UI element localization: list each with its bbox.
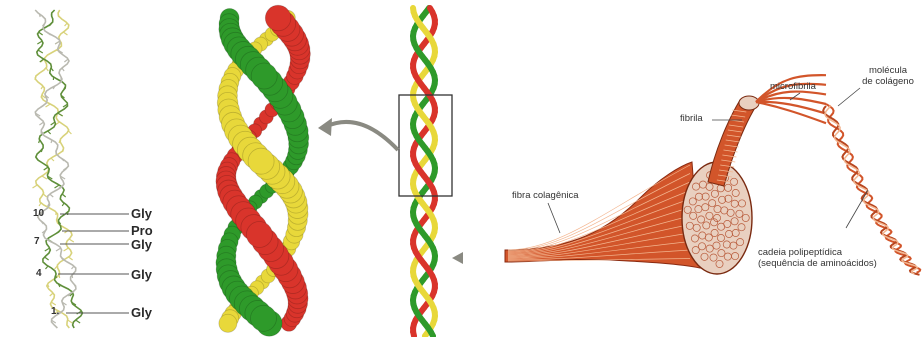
space-filling-triple-helix <box>216 5 311 336</box>
atom-bond <box>46 68 48 71</box>
atom-bond <box>43 194 47 197</box>
atom-bond <box>38 32 42 35</box>
label-cadeia-line1: cadeia polipeptídica <box>758 247 877 258</box>
residue-label-gly: Gly <box>131 267 152 282</box>
ribbon-segment <box>430 8 432 12</box>
label-molecula-line1: molécula <box>848 65 924 76</box>
atom-bond <box>45 248 50 251</box>
atom-bond <box>58 113 63 116</box>
atom-bond <box>64 248 69 251</box>
atom-bond <box>56 275 57 278</box>
atom-bond <box>65 230 69 233</box>
atom-bond <box>69 257 73 260</box>
pointer-triangle <box>452 252 463 264</box>
atom-bond <box>77 311 82 314</box>
position-number: 10 <box>33 208 44 219</box>
residue-label-gly: Gly <box>131 305 152 320</box>
atom-bond <box>44 167 48 170</box>
label-molecula-line2: de colágeno <box>848 76 924 87</box>
atom-bond <box>56 248 61 251</box>
atom-bond <box>51 68 53 71</box>
atom-bond <box>42 176 47 179</box>
atom-bond <box>33 185 38 188</box>
amino-acid-chain-panel <box>33 10 129 328</box>
atom-bond <box>51 14 52 17</box>
ribbon-segment <box>425 324 428 328</box>
atom-bond <box>39 14 40 17</box>
atom-bond <box>37 41 42 44</box>
ribbon-segment <box>423 204 426 208</box>
atom-bond <box>62 68 64 71</box>
position-number: 4 <box>36 268 42 279</box>
atom-sphere <box>248 148 274 174</box>
label-microfibrila: microfibrila <box>770 81 816 92</box>
ribbon-segment <box>413 332 414 336</box>
atom-bond <box>58 14 59 17</box>
ribbon-segment <box>424 88 427 92</box>
ribbon-segment <box>425 60 428 64</box>
ribbon-segment <box>424 264 427 268</box>
atom-bond <box>55 185 60 188</box>
atom-bond <box>76 320 81 323</box>
label-molecula-de-colageno: molécula de colágeno <box>848 65 924 87</box>
atom-bond <box>41 86 43 89</box>
atom-bond <box>39 203 41 206</box>
atom-bond <box>46 104 51 107</box>
position-number: 1. <box>51 306 59 317</box>
atom-sphere <box>251 63 277 89</box>
label-fibra-colagenica: fibra colagênica <box>512 190 579 201</box>
atom-bond <box>50 293 53 296</box>
atom-bond <box>68 320 73 323</box>
ribbon-segment <box>424 176 427 180</box>
chain-strand <box>36 10 83 328</box>
atom-bond <box>62 203 64 206</box>
atom-bond <box>38 50 43 53</box>
atom-bond <box>62 194 66 197</box>
atom-bond <box>50 194 54 197</box>
label-leader-line <box>846 190 868 228</box>
atom-bond <box>71 266 74 269</box>
atom-bond <box>59 275 60 278</box>
ribbon-segment <box>423 292 426 296</box>
label-leader-line <box>548 203 560 233</box>
ribbon-segment <box>423 116 426 120</box>
ribbon-triple-helix <box>318 8 463 336</box>
atom-bond <box>65 23 68 26</box>
ribbon-segment <box>425 236 428 240</box>
atom-bond <box>39 122 43 125</box>
atom-bond <box>39 140 40 143</box>
atom-bond <box>64 59 68 62</box>
residue-label-pro: Pro <box>131 223 153 238</box>
ribbon-segment <box>425 148 428 152</box>
atom-sphere <box>265 5 291 31</box>
atom-bond <box>45 257 49 260</box>
position-number: 7 <box>34 236 40 247</box>
atom-bond <box>45 266 48 269</box>
label-cadeia-line2: (sequência de aminoácidos) <box>758 258 877 269</box>
label-cadeia-polipeptidica: cadeia polipeptídica (sequência de amino… <box>758 247 877 269</box>
ribbon-segment <box>423 28 426 32</box>
label-leader-line <box>838 88 860 106</box>
residue-label-gly: Gly <box>131 206 152 221</box>
zoom-arrow-head <box>318 118 332 136</box>
collagen-fiber-hierarchy <box>505 75 920 275</box>
residue-label-gly: Gly <box>131 237 152 252</box>
atom-bond <box>51 302 56 305</box>
atom-bond <box>63 32 67 35</box>
atom-bond <box>51 158 54 161</box>
atom-bond <box>68 131 71 134</box>
zoom-arrow-line <box>325 122 398 150</box>
atom-sphere <box>246 222 272 248</box>
atom-bond <box>48 131 51 134</box>
atom-sphere <box>251 305 277 331</box>
atom-bond <box>69 239 74 242</box>
label-fibrila: fibrila <box>680 113 703 124</box>
atom-bond <box>72 275 73 278</box>
atom-sphere <box>219 314 237 332</box>
